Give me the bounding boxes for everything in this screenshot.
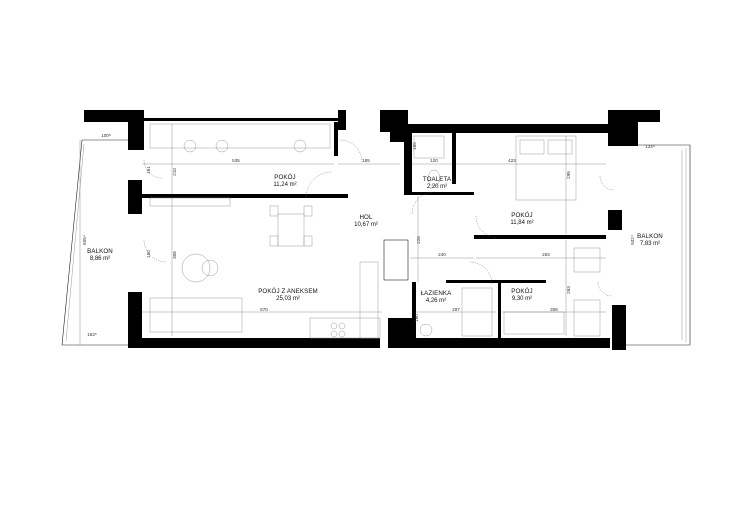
dim-label: 535 (232, 158, 240, 163)
room-label-balkon-left: BALKON (87, 248, 113, 255)
dim-label: 240 (438, 252, 446, 257)
dim-label: 306 (172, 251, 177, 259)
room-label-pokoj-aneks: POKÓJ Z ANEKSEM (258, 288, 318, 295)
room-label-balkon-right: BALKON (637, 233, 663, 240)
room-area-hol: 10,67 m² (354, 222, 378, 228)
dim-label: 100⁸ (101, 133, 111, 138)
dim-label: 423 (508, 158, 516, 163)
dim-label: 306 (550, 307, 558, 312)
dim-label: 263 (566, 286, 571, 294)
dim-label: 210 (172, 168, 177, 176)
dim-label: 670 (260, 307, 268, 312)
room-label-hol: HOL (359, 214, 372, 221)
room-area-lazienka: 4,26 m² (426, 298, 446, 304)
room-area-pokoj-aneks: 25,03 m² (276, 296, 300, 302)
room-label-toaleta: TOALETA (423, 176, 452, 183)
room-area-balkon-left: 8,86 m² (90, 256, 110, 262)
dim-label: 150 (146, 250, 151, 258)
room-area-pokoj-mid: 11,84 m² (510, 220, 533, 226)
dim-label: 297 (452, 307, 460, 312)
room-area-toaleta: 2,20 m² (427, 184, 447, 190)
room-label-pokoj-mid: POKÓJ (511, 212, 532, 219)
dim-label: 182⁶ (87, 332, 97, 337)
balcony-left (61, 139, 128, 346)
dimension-lines (142, 124, 606, 336)
room-label-pokoj-top: POKÓJ (274, 174, 295, 181)
balcony-right (625, 144, 691, 346)
dim-label: 185 (362, 158, 370, 163)
furniture (149, 123, 601, 339)
dim-label: 161 (146, 166, 151, 174)
dim-label: 502⁴ (630, 235, 635, 245)
dim-label: 263 (542, 252, 550, 257)
outer-walls (84, 110, 660, 350)
room-area-pokoj-top: 11,24 m² (273, 182, 296, 188)
dim-label: 165 (412, 142, 417, 150)
dim-label: 120 (430, 158, 438, 163)
doors (143, 139, 615, 297)
dim-label: 134⁸ (645, 144, 655, 149)
room-area-balkon-right: 7,83 m² (640, 241, 660, 247)
dim-label: 226 (416, 236, 421, 244)
dim-label: 160 (414, 314, 419, 322)
dim-label: 605⁴ (82, 235, 87, 245)
dim-label: 295 (566, 171, 571, 179)
room-label-lazienka: ŁAZIENKA (421, 290, 452, 297)
room-area-pokoj-bottom: 9,30 m² (512, 296, 532, 302)
room-label-pokoj-bottom: POKÓJ (511, 288, 532, 295)
interior-walls (142, 122, 606, 338)
